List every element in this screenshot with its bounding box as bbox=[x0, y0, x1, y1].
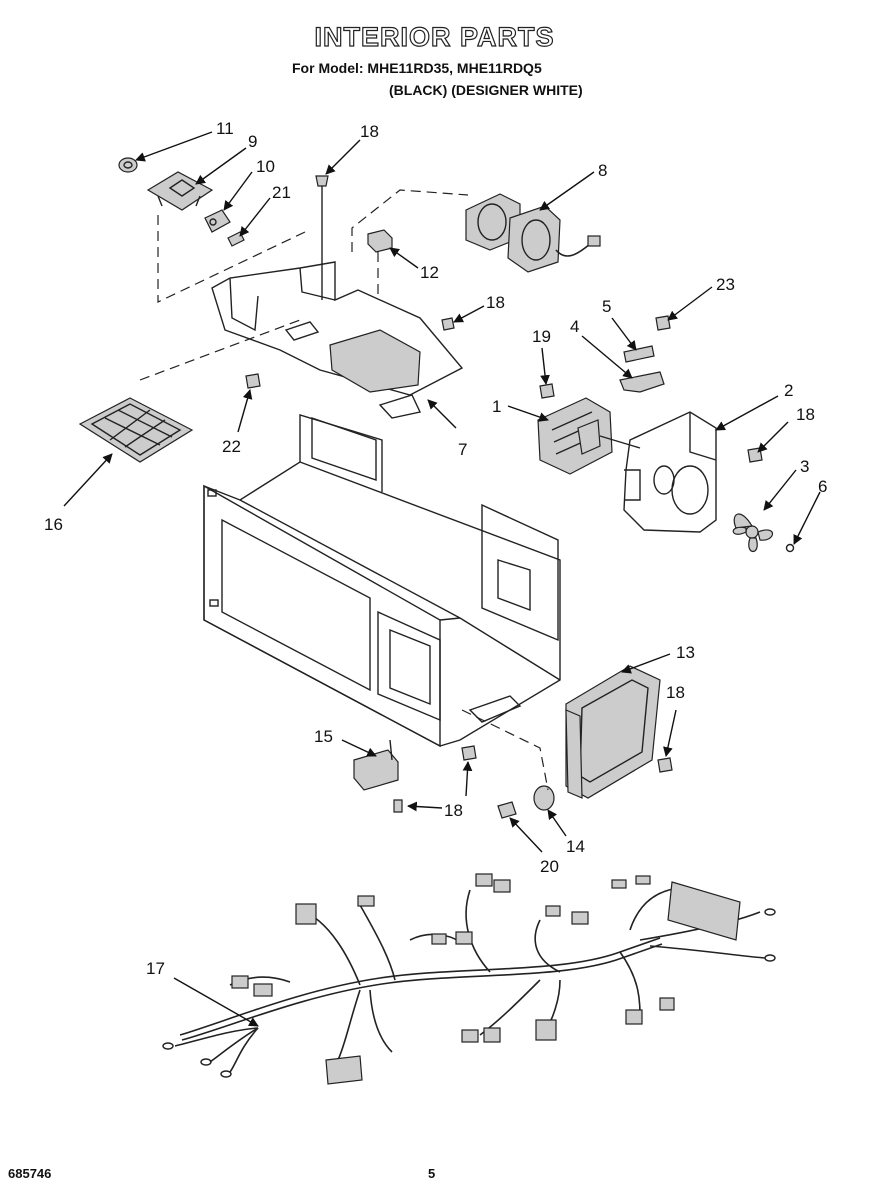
callout-23: 23 bbox=[716, 275, 735, 294]
callout-15: 15 bbox=[314, 727, 333, 746]
callout-18e: 18 bbox=[444, 801, 463, 820]
callout-12: 12 bbox=[420, 263, 439, 282]
page-number: 5 bbox=[428, 1166, 436, 1181]
part-10-bracket bbox=[204, 209, 231, 233]
part-18-screw-frame bbox=[657, 757, 673, 773]
callout-1: 1 bbox=[492, 397, 501, 416]
callout-2: 2 bbox=[784, 381, 793, 400]
part-6-clip bbox=[785, 543, 795, 553]
callout-22: 22 bbox=[222, 437, 241, 456]
callout-13: 13 bbox=[676, 643, 695, 662]
callout-19: 19 bbox=[532, 327, 551, 346]
document-number: 685746 bbox=[8, 1166, 52, 1181]
callout-20: 20 bbox=[540, 857, 559, 876]
part-14-thermostat bbox=[533, 785, 555, 811]
part-13-frame bbox=[565, 665, 661, 799]
part-15-bracket bbox=[353, 739, 399, 791]
part-17-wire-harness bbox=[162, 873, 776, 1085]
part-9-plate bbox=[146, 171, 214, 211]
oven-cavity bbox=[203, 414, 561, 748]
callout-16: 16 bbox=[44, 515, 63, 534]
part-8-blower bbox=[465, 193, 601, 273]
callout-10: 10 bbox=[256, 157, 275, 176]
callout-14: 14 bbox=[566, 837, 585, 856]
part-5-pin bbox=[623, 345, 655, 363]
callout-6: 6 bbox=[818, 477, 827, 496]
callout-21: 21 bbox=[272, 183, 291, 202]
color-variants: (BLACK) (DESIGNER WHITE) bbox=[389, 82, 583, 98]
callout-8: 8 bbox=[598, 161, 607, 180]
callout-7: 7 bbox=[458, 440, 467, 459]
assembly-lines bbox=[139, 189, 549, 791]
model-numbers: For Model: MHE11RD35, MHE11RDQ5 bbox=[292, 60, 542, 76]
part-18-screw-mid bbox=[441, 317, 455, 331]
part-3-fan-blade bbox=[732, 513, 774, 553]
part-4-switch bbox=[619, 371, 665, 393]
callout-9: 9 bbox=[248, 132, 257, 151]
callout-3: 3 bbox=[800, 457, 809, 476]
callout-18a: 18 bbox=[360, 122, 379, 141]
page-title: INTERIOR PARTS bbox=[314, 21, 555, 52]
part-12-connector bbox=[367, 229, 393, 253]
callout-4: 4 bbox=[570, 317, 579, 336]
callout-11: 11 bbox=[216, 119, 234, 138]
part-22-screw bbox=[245, 373, 261, 389]
part-18-screw-lower bbox=[393, 745, 477, 813]
part-23-screw bbox=[655, 315, 671, 331]
callout-5: 5 bbox=[602, 297, 611, 316]
callout-18b: 18 bbox=[486, 293, 505, 312]
callout-18c: 18 bbox=[796, 405, 815, 424]
part-18-screw-top bbox=[315, 175, 329, 300]
callout-18d: 18 bbox=[666, 683, 685, 702]
part-20-screw bbox=[497, 801, 517, 819]
part-19-screw bbox=[539, 383, 555, 399]
part-1-motor bbox=[537, 397, 641, 475]
part-7-duct-assembly bbox=[211, 261, 464, 419]
callout-labels: 1 2 3 4 5 6 7 8 9 10 11 12 13 14 15 16 1… bbox=[44, 119, 827, 978]
callout-17: 17 bbox=[146, 959, 165, 978]
leader-lines bbox=[63, 131, 821, 1027]
part-2-fan-housing bbox=[623, 411, 717, 533]
part-11-clip bbox=[118, 157, 138, 173]
part-16-filter bbox=[78, 397, 194, 463]
